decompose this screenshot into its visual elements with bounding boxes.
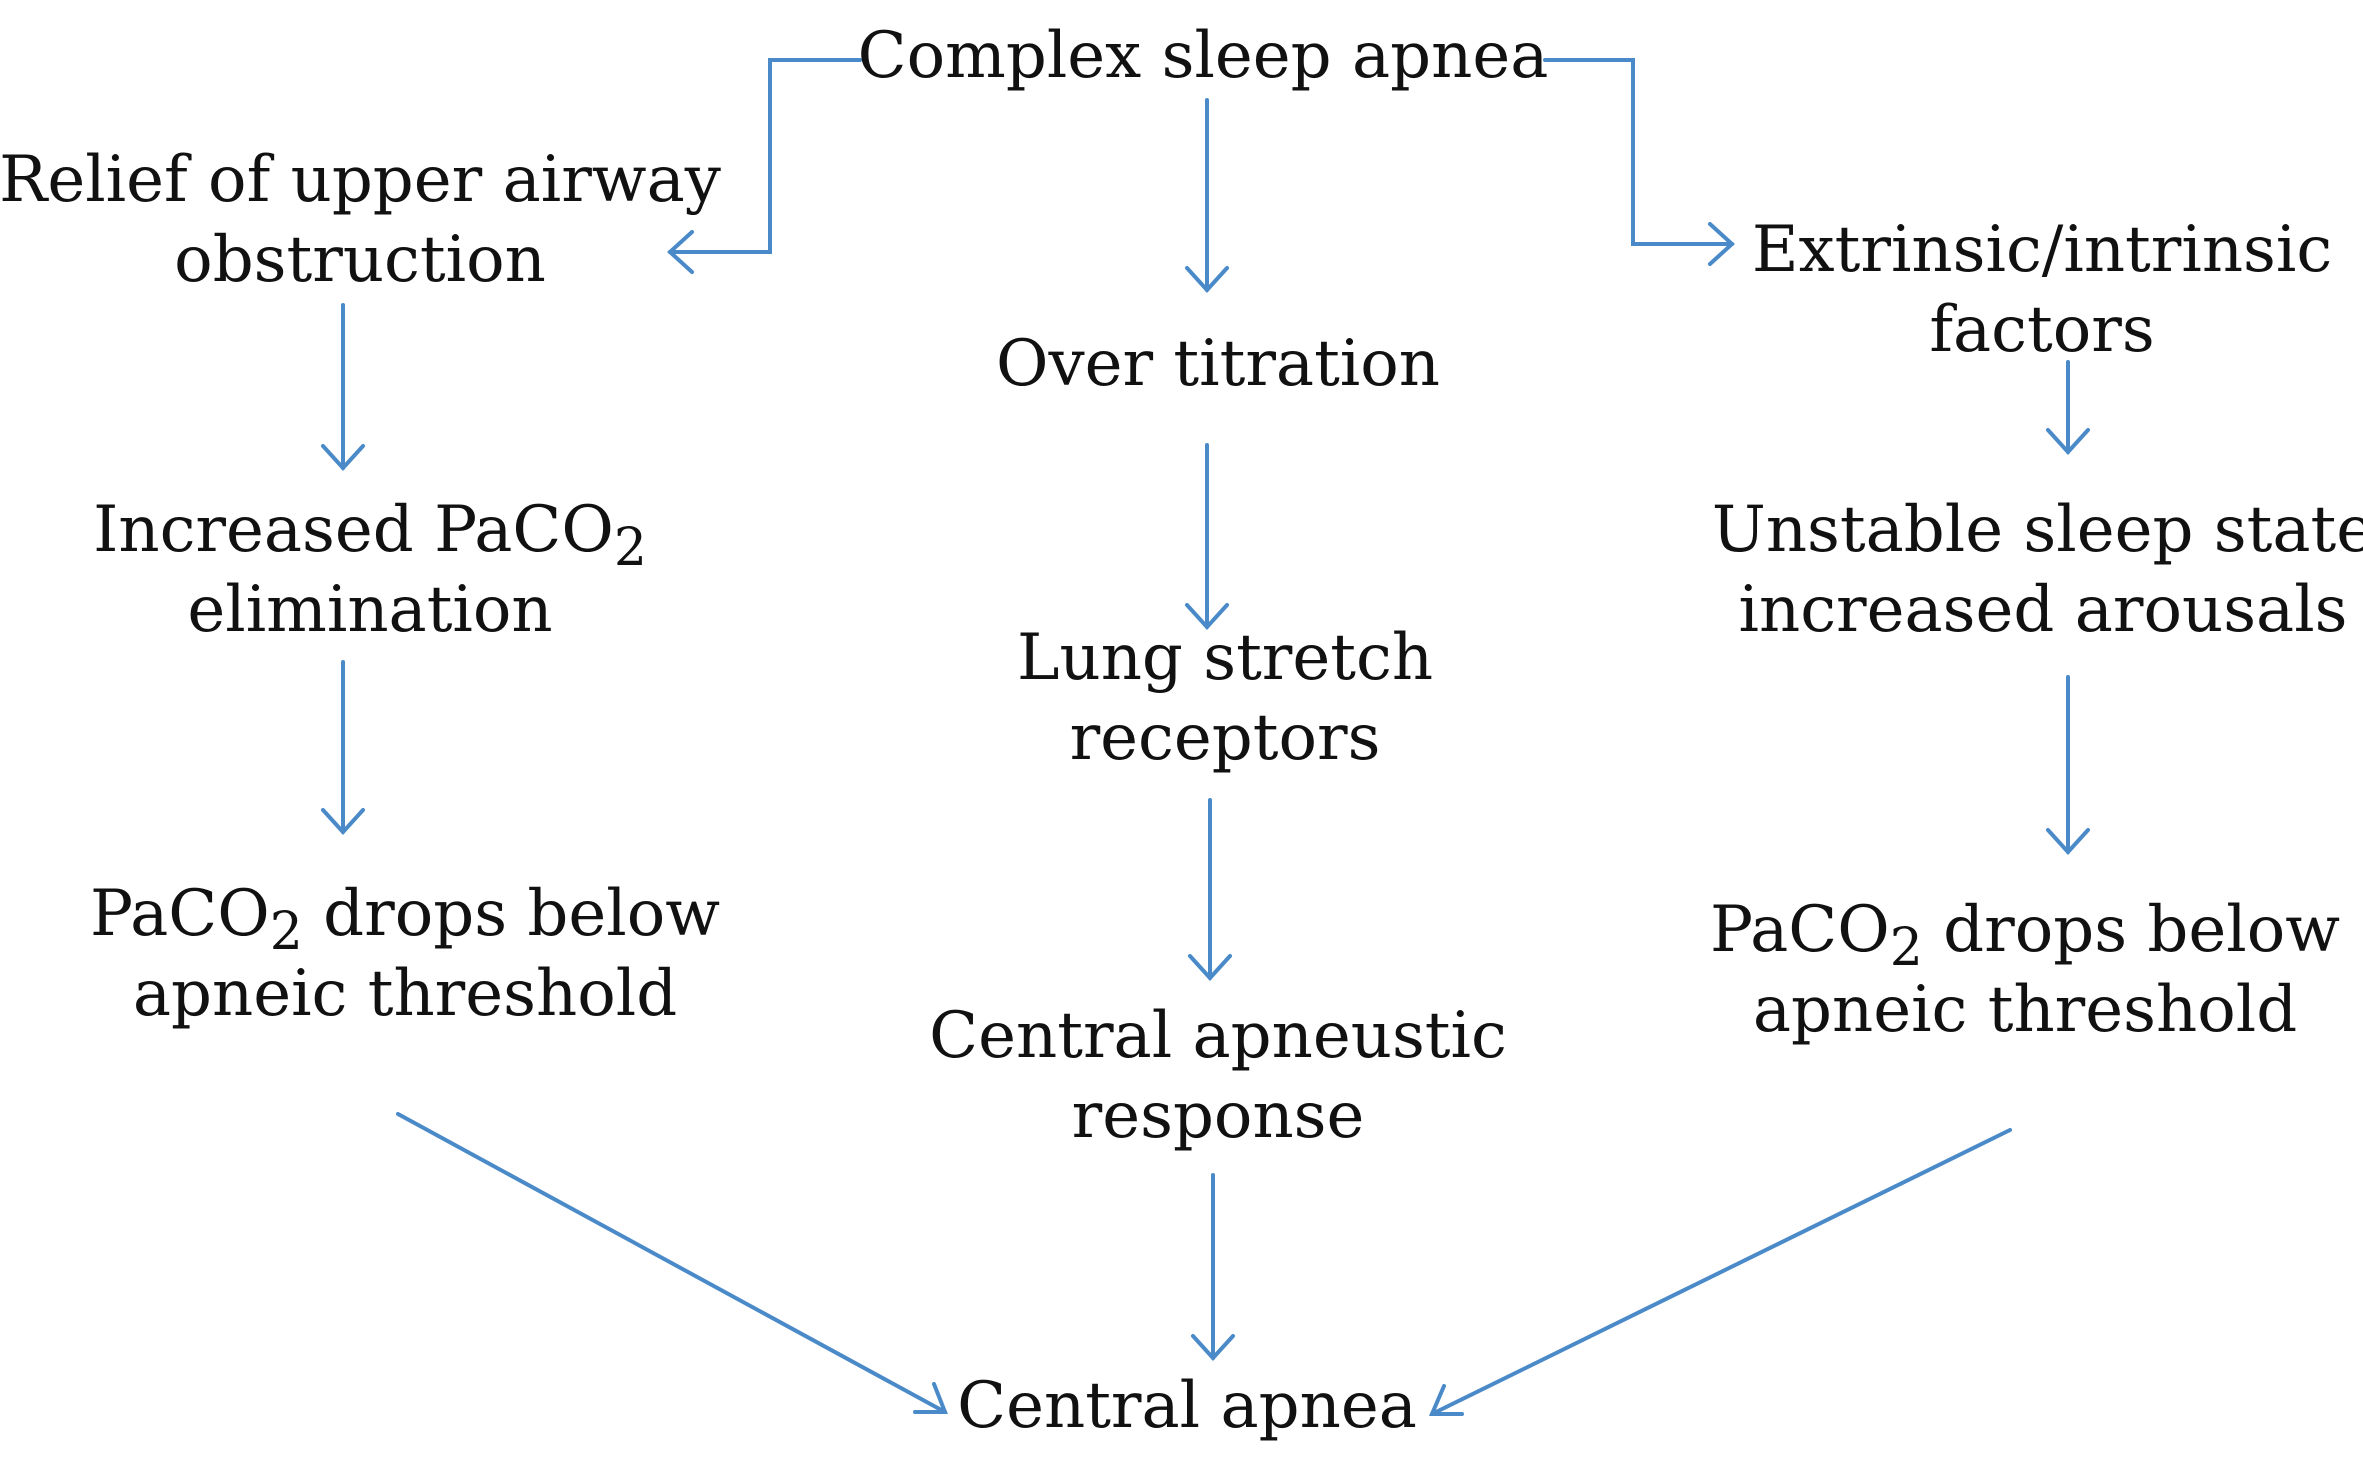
arrowhead-unstable-to-drops-right [2046,828,2090,855]
node-lung-line-2: receptors [1069,701,1381,775]
node-apneustic-line-2: response [1071,1079,1365,1153]
arrowhead-relief-to-increased [321,444,365,471]
node-relief-line-2: obstruction [174,223,546,297]
arrowhead-over-titration-to-lung [1185,603,1229,630]
node-increased-paco2-elimination: Increased PaCO2 elimination [93,490,647,650]
node-drops-left-prefix: PaCO [89,877,270,951]
node-lung-stretch-receptors: Lung stretch receptors [1017,618,1433,778]
node-apneustic-line-1: Central apneustic [929,999,1507,1073]
arrowhead-drops-right-to-central [1428,1384,1464,1416]
node-paco2-drops-left: PaCO2 drops below apneic threshold [90,874,720,1034]
arrowhead-lung-to-apneustic [1188,954,1232,981]
arrowhead-extrinsic-to-unstable [2046,428,2090,455]
arrow-complex-to-relief [668,58,862,254]
arrowhead-complex-to-over-titration [1185,266,1229,293]
node-complex-sleep-apnea: Complex sleep apnea [858,16,1549,96]
node-unstable-line-1: Unstable sleep state [1711,493,2363,567]
node-drops-left-subscript: 2 [269,902,303,962]
arrow-complex-to-extrinsic [1543,58,1734,246]
node-drops-right-suffix: drops below [1922,893,2341,967]
node-drops-right-subscript: 2 [1889,918,1923,978]
arrowhead-apneustic-to-central [1191,1334,1235,1361]
node-over-titration: Over titration [996,324,1440,404]
node-lung-line-1: Lung stretch [1016,621,1434,695]
arrowhead-increased-to-drops-left [321,808,365,835]
node-extrinsic-intrinsic-factors: Extrinsic/intrinsic factors [1752,210,2332,370]
node-paco2-drops-right: PaCO2 drops below apneic threshold [1710,890,2340,1050]
node-increased-subscript: 2 [613,518,647,578]
node-relief-of-upper-airway-obstruction: Relief of upper airway obstruction [0,140,721,300]
node-extrinsic-line-1: Extrinsic/intrinsic [1751,213,2333,287]
node-drops-right-prefix: PaCO [1709,893,1890,967]
node-drops-left-suffix: drops below [302,877,721,951]
arrowhead-complex-to-relief [667,230,694,274]
node-unstable-sleep-state: Unstable sleep state increased arousals [1712,490,2363,650]
node-relief-line-1: Relief of upper airway [0,143,721,217]
node-complex-label: Complex sleep apnea [857,19,1549,93]
node-increased-line-2: elimination [187,573,553,647]
node-increased-text: Increased PaCO [93,493,614,567]
node-increased-line-1: Increased PaCO2 [93,490,647,574]
arrow-drops-left-to-central [396,1112,947,1414]
arrow-drops-right-to-central [1430,1128,2012,1416]
node-drops-right-line-2: apneic threshold [1752,973,2298,1047]
node-over-titration-label: Over titration [995,327,1441,401]
node-central-apnea: Central apnea [957,1366,1417,1446]
node-extrinsic-line-2: factors [1929,293,2155,367]
node-central-apnea-label: Central apnea [957,1369,1417,1443]
node-drops-right-line-1: PaCO2 drops below [1709,890,2341,974]
node-central-apneustic-response: Central apneustic response [929,996,1507,1156]
arrowhead-drops-left-to-central [913,1382,948,1414]
node-drops-left-line-1: PaCO2 drops below [89,874,721,958]
node-drops-left-line-2: apneic threshold [132,957,678,1031]
arrowhead-complex-to-extrinsic [1708,222,1735,266]
node-unstable-line-2: increased arousals [1738,573,2348,647]
